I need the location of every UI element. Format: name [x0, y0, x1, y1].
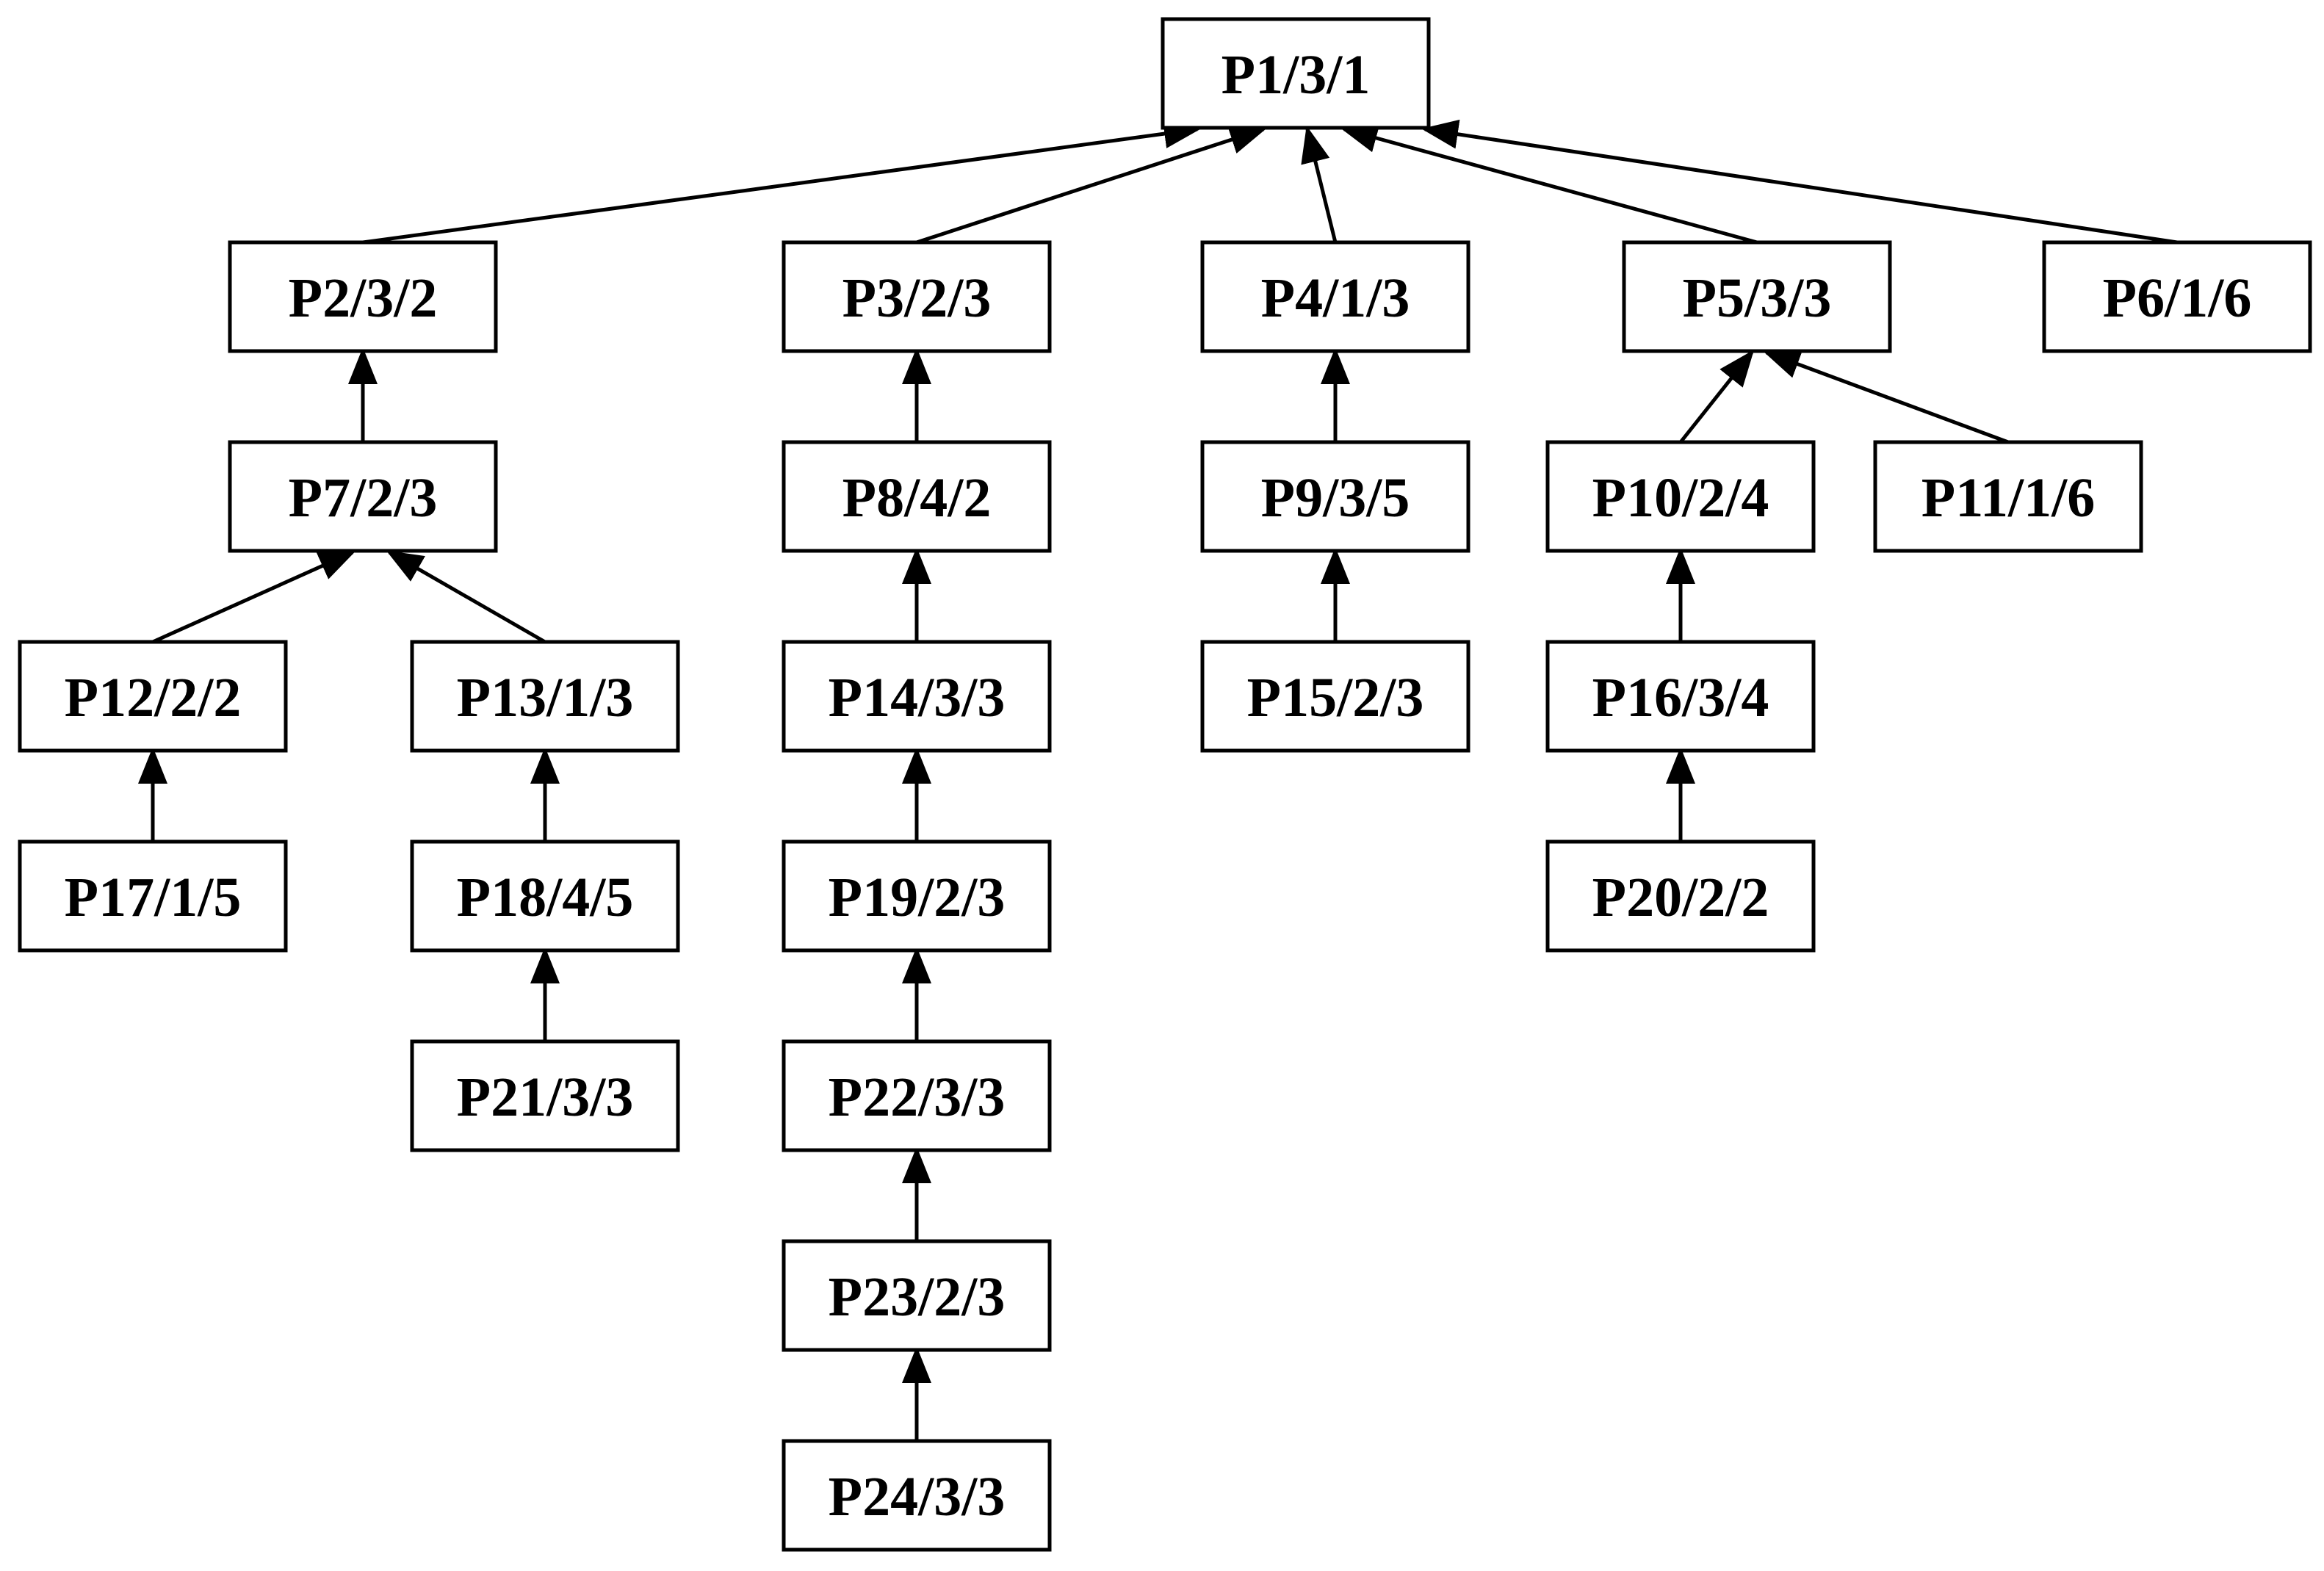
node-box: [782, 440, 1052, 553]
edge-p3-to-p1: [916, 125, 1267, 245]
node-p5: P5/3/3: [1622, 240, 1892, 353]
node-label: P17/1/5: [65, 867, 242, 928]
node-p13: P13/1/3: [410, 640, 680, 753]
node-label: P1/3/1: [1221, 44, 1371, 106]
node-box: [18, 640, 288, 753]
node-label: P6/1/6: [2103, 267, 2252, 329]
node-box: [1200, 640, 1470, 753]
node-p12: P12/2/2: [18, 640, 288, 753]
node-p17: P17/1/5: [18, 839, 288, 953]
node-box: [1545, 839, 1816, 953]
node-label: P22/3/3: [829, 1066, 1006, 1128]
node-box: [2042, 240, 2312, 353]
edges: [138, 119, 2178, 1441]
node-label: P24/3/3: [829, 1466, 1006, 1528]
node-label: P4/1/3: [1261, 267, 1410, 329]
node-label: P9/3/5: [1261, 467, 1410, 529]
node-box: [228, 240, 498, 353]
node-box: [1200, 240, 1470, 353]
node-p14: P14/3/3: [782, 640, 1052, 753]
node-label: P3/2/3: [842, 267, 992, 329]
edge-p6-to-p1: [1421, 119, 2178, 245]
node-p6: P6/1/6: [2042, 240, 2312, 353]
edge-p5-to-p1: [1340, 123, 1758, 245]
node-p23: P23/2/3: [782, 1239, 1052, 1352]
node-box: [410, 1039, 680, 1152]
node-p3: P3/2/3: [782, 240, 1052, 353]
node-p11: P11/1/6: [1873, 440, 2143, 553]
nodes: P1/3/1P2/3/2 P3/2/3 P4/1/3 P5/3/3 P6/1/6P7/2…: [18, 17, 2312, 1552]
node-label: P11/1/6: [1921, 467, 2095, 529]
node-p2: P2/3/2: [228, 240, 498, 353]
node-box: [782, 1439, 1052, 1552]
node-box: [1622, 240, 1892, 353]
node-box: [782, 1039, 1052, 1152]
node-p15: P15/2/3: [1200, 640, 1470, 753]
edge-p11-to-p5: [1763, 350, 2009, 444]
node-box: [782, 640, 1052, 753]
node-label: P7/2/3: [289, 467, 438, 529]
node-p4: P4/1/3: [1200, 240, 1470, 353]
node-p8: P8/4/2: [782, 440, 1052, 553]
edge-p13-to-p7: [386, 550, 546, 644]
node-box: [1545, 640, 1816, 753]
node-box: [410, 839, 680, 953]
node-label: P15/2/3: [1247, 667, 1424, 729]
node-box: [18, 839, 288, 953]
node-p22: P22/3/3: [782, 1039, 1052, 1152]
edge-p12-to-p7: [151, 550, 356, 644]
node-label: P20/2/2: [1592, 867, 1769, 928]
node-box: [1200, 440, 1470, 553]
node-p10: P10/2/4: [1545, 440, 1816, 553]
node-p7: P7/2/3: [228, 440, 498, 553]
node-label: P19/2/3: [829, 867, 1006, 928]
node-label: P16/3/4: [1592, 667, 1769, 729]
node-p1: P1/3/1: [1161, 17, 1431, 130]
node-box: [782, 240, 1052, 353]
node-label: P5/3/3: [1683, 267, 1832, 329]
node-label: P8/4/2: [842, 467, 992, 529]
node-p9: P9/3/5: [1200, 440, 1470, 553]
node-p18: P18/4/5: [410, 839, 680, 953]
edge-p2-to-p1: [362, 119, 1201, 245]
node-p24: P24/3/3: [782, 1439, 1052, 1552]
node-box: [1161, 17, 1431, 130]
node-label: P2/3/2: [289, 267, 438, 329]
node-label: P13/1/3: [457, 667, 634, 729]
node-label: P10/2/4: [1592, 467, 1769, 529]
node-p16: P16/3/4: [1545, 640, 1816, 753]
node-label: P18/4/5: [457, 867, 634, 928]
node-box: [228, 440, 498, 553]
node-p21: P21/3/3: [410, 1039, 680, 1152]
node-box: [782, 1239, 1052, 1352]
node-box: [1873, 440, 2143, 553]
node-label: P12/2/2: [65, 667, 242, 729]
node-label: P23/2/3: [829, 1266, 1006, 1328]
node-box: [410, 640, 680, 753]
edge-p4-to-p1: [1301, 126, 1338, 243]
node-p20: P20/2/2: [1545, 839, 1816, 953]
node-label: P21/3/3: [457, 1066, 634, 1128]
node-box: [1545, 440, 1816, 553]
node-label: P14/3/3: [829, 667, 1006, 729]
edge-p10-to-p5: [1679, 350, 1755, 444]
node-p19: P19/2/3: [782, 839, 1052, 953]
node-box: [782, 839, 1052, 953]
